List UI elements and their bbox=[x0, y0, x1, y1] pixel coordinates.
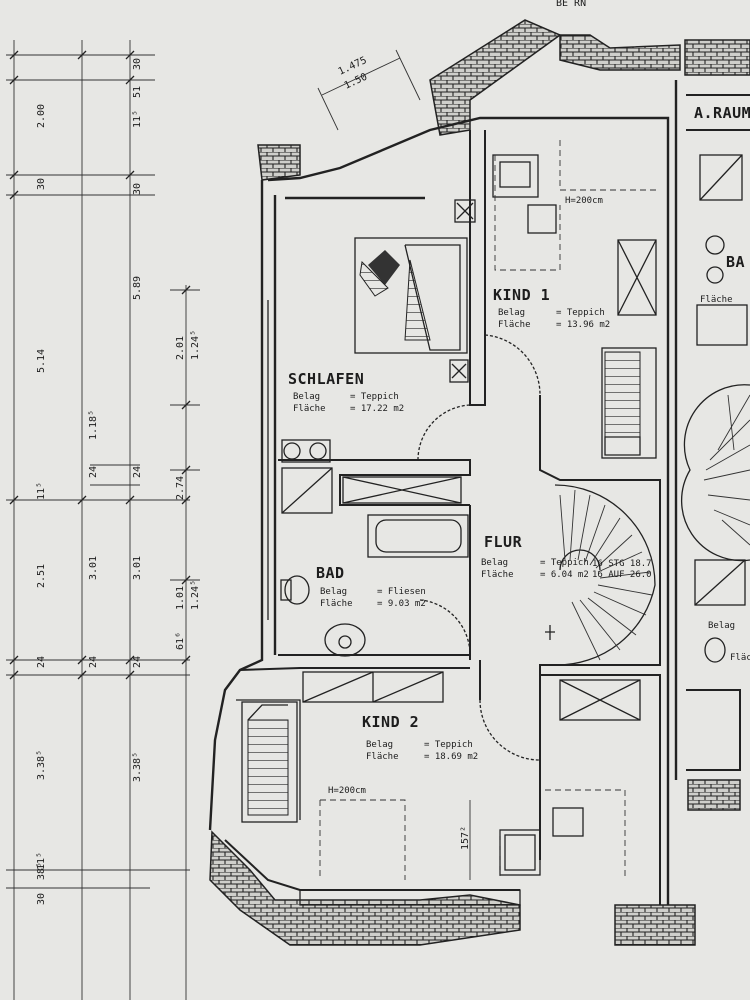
room-flur-name: FLUR bbox=[484, 533, 523, 551]
dim-outer-115-bottom: 11⁵ bbox=[36, 852, 47, 870]
room-flur-belag-label: Belag bbox=[481, 558, 508, 568]
window-dimension: 1.475 1.50 bbox=[317, 49, 421, 131]
dim-outer-338: 3.38⁵ bbox=[36, 750, 47, 780]
room-araum-name: A.RAUM bbox=[694, 104, 750, 122]
room-kind1-flaeche-label: Fläche bbox=[498, 320, 531, 330]
dim-outer-24: 24 bbox=[36, 656, 47, 668]
dim-right-201: 2.01 bbox=[175, 336, 186, 360]
neighbor-unit bbox=[680, 154, 750, 663]
kind1-furniture bbox=[492, 140, 660, 459]
dim-outer-251: 2.51 bbox=[36, 564, 47, 588]
room-schlafen-flaeche-label: Fläche bbox=[293, 404, 326, 414]
room-schlafen-name: SCHLAFEN bbox=[288, 370, 364, 388]
dim-inner-589: 5.89 bbox=[132, 276, 143, 300]
dim-outer-115-mid: 11⁵ bbox=[36, 482, 47, 500]
dim-kind2-157: 157² bbox=[460, 826, 471, 850]
room-flur-belag-value: = Teppich bbox=[540, 558, 589, 568]
dim-middle-1185: 1.18⁵ bbox=[88, 410, 99, 440]
room-kind2-name: KIND 2 bbox=[362, 713, 419, 731]
dim-inner-24: 24 bbox=[132, 656, 143, 668]
room-kind2: KIND 2 Belag = Teppich Fläche = 18.69 m2… bbox=[328, 713, 478, 850]
room-kind1: KIND 1 Belag = Teppich Fläche = 13.96 m2… bbox=[493, 196, 610, 330]
room-kind2-belag-value: = Teppich bbox=[424, 740, 473, 750]
stair-label-1: 16 STG 18.7 bbox=[592, 559, 652, 569]
room-kind1-belag-value: = Teppich bbox=[556, 308, 605, 318]
bed bbox=[354, 199, 476, 383]
room-bad-belag-value: = Fliesen bbox=[377, 587, 426, 597]
spiral-stair: 16 STG 18.7 16 AUF 26.0 bbox=[545, 484, 656, 666]
dim-inner-51: 51 bbox=[132, 86, 143, 98]
dim-right-101: 1.01 bbox=[175, 586, 186, 610]
room-bad-right-small-label: Fläche bbox=[700, 295, 733, 305]
room-schlafen-belag-value: = Teppich bbox=[350, 392, 399, 402]
room-kind1-belag-label: Belag bbox=[498, 308, 525, 318]
room-kind2-flaeche-label: Fläche bbox=[366, 752, 399, 762]
dim-inner-30-top: 30 bbox=[132, 58, 143, 70]
dim-outer-30a: 30 bbox=[36, 178, 47, 190]
masonry bbox=[209, 19, 750, 946]
room-schlafen-belag-label: Belag bbox=[293, 392, 320, 402]
walls bbox=[208, 80, 750, 905]
dim-inner-24b: 24 bbox=[132, 466, 143, 478]
dim-outer-200: 2.00 bbox=[36, 104, 47, 128]
dim-outer-30b: 30 bbox=[36, 893, 47, 905]
dimension-chains: 2.00 30 2.51 24 3.38⁵ 30 38⁵ 11⁵ 11⁵ 5.1… bbox=[6, 40, 201, 1000]
dim-inner-3385: 3.38⁵ bbox=[132, 752, 143, 782]
dim-middle-24b: 24 bbox=[88, 656, 99, 668]
dim-inner-30: 30 bbox=[132, 183, 143, 195]
dim-middle-301: 3.01 bbox=[88, 556, 99, 580]
dim-inner-274: 2.74 bbox=[175, 476, 186, 500]
room-schlafen-flaeche-value: = 17.22 m2 bbox=[350, 404, 404, 414]
room-bad-right-belag: Belag bbox=[708, 621, 735, 631]
stair-label-2: 16 AUF 26.0 bbox=[592, 570, 652, 580]
ceiling-height-kind2: H=200cm bbox=[328, 786, 366, 796]
doors bbox=[417, 334, 541, 761]
dim-outer-small-115: 11⁵ bbox=[132, 110, 143, 128]
ceiling-height-kind1: H=200cm bbox=[565, 196, 603, 206]
room-kind1-name: KIND 1 bbox=[493, 286, 550, 304]
room-neighbor: A.RAUM BA Fläche Belag Fläch bbox=[694, 104, 750, 663]
dim-right-1245b: 1.24⁵ bbox=[190, 580, 201, 610]
dim-right-616: 61⁶ bbox=[175, 632, 186, 650]
room-bad-flaeche-value: = 9.03 m2 bbox=[377, 599, 426, 609]
bath-fixtures bbox=[280, 439, 469, 657]
dim-inner-301: 3.01 bbox=[132, 556, 143, 580]
room-flur-flaeche-label: Fläche bbox=[481, 570, 514, 580]
room-schlafen: SCHLAFEN Belag = Teppich Fläche = 17.22 … bbox=[288, 370, 404, 414]
room-flur-flaeche-value: = 6.04 m2 bbox=[540, 570, 589, 580]
room-bad-right-flaeche: Fläch bbox=[730, 653, 750, 663]
dim-middle-24a: 24 bbox=[88, 466, 99, 478]
dim-outer-385: 38⁵ bbox=[36, 862, 47, 880]
dim-middle-514: 5.14 bbox=[36, 349, 47, 373]
dim-right-1245a: 1.24⁵ bbox=[190, 330, 201, 360]
room-bad-flaeche-label: Fläche bbox=[320, 599, 353, 609]
room-flur: FLUR Belag = Teppich Fläche = 6.04 m2 bbox=[481, 533, 589, 580]
room-bad: BAD Belag = Fliesen Fläche = 9.03 m2 bbox=[316, 564, 426, 609]
kind2-furniture bbox=[241, 671, 641, 906]
room-kind2-flaeche-value: = 18.69 m2 bbox=[424, 752, 478, 762]
room-bad-name: BAD bbox=[316, 564, 345, 582]
room-kind2-belag-label: Belag bbox=[366, 740, 393, 750]
room-kind1-flaeche-value: = 13.96 m2 bbox=[556, 320, 610, 330]
room-bad-right-name: BA bbox=[726, 253, 745, 271]
room-bad-belag-label: Belag bbox=[320, 587, 347, 597]
header-fragment: BE RN bbox=[556, 0, 586, 9]
